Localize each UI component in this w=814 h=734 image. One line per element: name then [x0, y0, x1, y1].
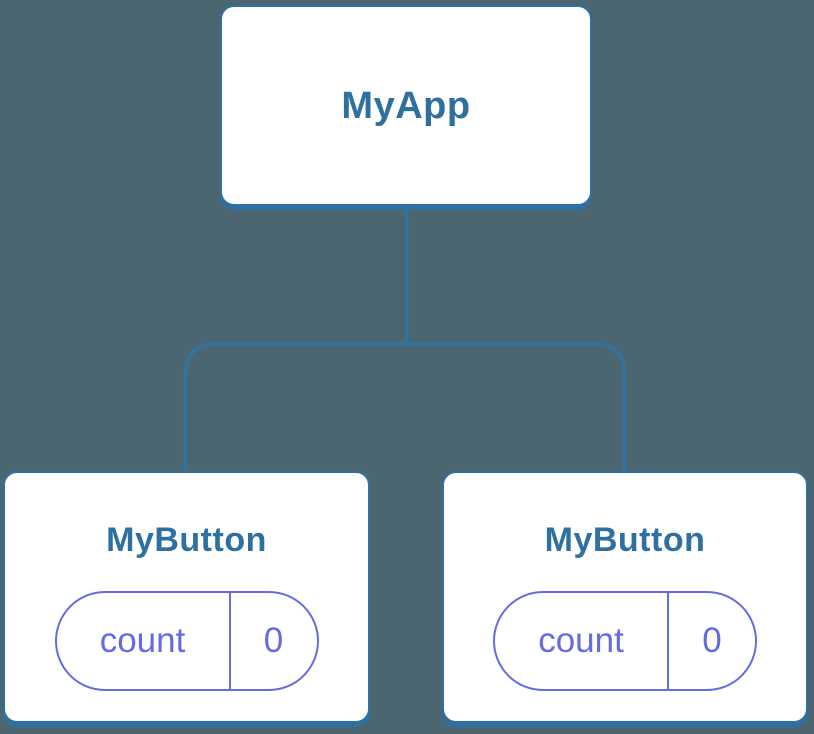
node-label: MyApp: [341, 84, 471, 127]
children-bracket-line: [183, 341, 627, 474]
tree-node-mybutton-left: MyButton count 0: [3, 471, 370, 723]
tree-node-myapp: MyApp: [220, 5, 592, 206]
state-key-label: count: [57, 593, 231, 689]
state-value: 0: [702, 621, 722, 660]
state-pill: count 0: [54, 591, 319, 691]
state-key-label: count: [495, 593, 669, 689]
node-label: MyButton: [544, 521, 706, 559]
state-value: 0: [263, 621, 284, 660]
node-label: MyButton: [106, 521, 267, 559]
tree-node-mybutton-right: MyButton count 0: [442, 471, 808, 723]
state-pill: count 0: [493, 591, 757, 691]
